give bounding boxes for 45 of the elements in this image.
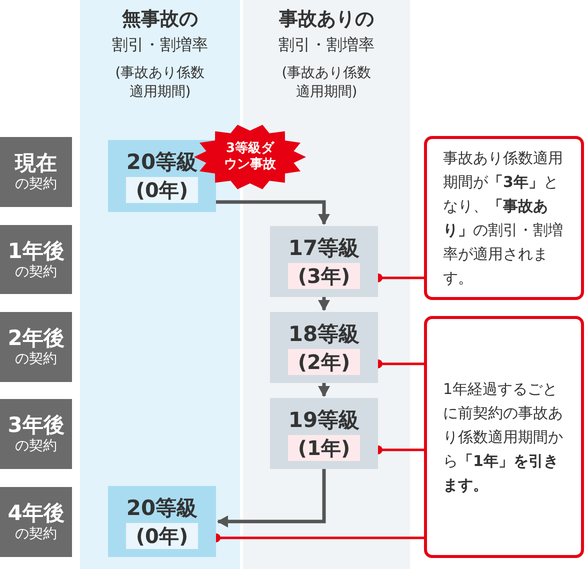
arrow <box>216 200 330 225</box>
row-label-year: 4年後 <box>8 501 64 525</box>
column-heading: 事故ありの <box>278 7 375 32</box>
row-label-suffix: の契約 <box>15 175 57 193</box>
row-label-suffix: の契約 <box>15 525 57 543</box>
arrow <box>318 383 330 397</box>
grade-box <box>270 398 378 469</box>
grade-box <box>108 140 216 212</box>
column-heading: 無事故の <box>120 7 199 32</box>
column-note: (事故あり係数適用期間) <box>280 64 372 102</box>
row-label-box <box>0 137 72 207</box>
arrow <box>318 297 330 311</box>
period-text: (3年) <box>288 262 360 288</box>
row-label-box <box>0 225 72 294</box>
row-label-suffix: の契約 <box>15 437 57 455</box>
grade-box <box>270 226 378 297</box>
period-text: (1年) <box>288 434 360 460</box>
callout-text: 1年経過するごとに前契約の事故あり係数適用期間から「1年」を引きます。 <box>443 379 564 496</box>
grade-box <box>270 312 378 383</box>
row-label-year: 3年後 <box>8 413 64 437</box>
grade-box <box>108 486 216 557</box>
grade-text: 20等級 <box>126 149 198 175</box>
period-text: (0年) <box>126 522 198 548</box>
column-subheading: 割引・割増率 <box>278 34 376 56</box>
row-label-box <box>0 487 72 557</box>
row-label-box <box>0 312 72 382</box>
row-label-year: 1年後 <box>8 238 64 262</box>
period-text: (2年) <box>288 348 360 374</box>
badge-text: 3等級ダウン事故 <box>223 141 277 173</box>
row-label-suffix: の契約 <box>15 350 57 368</box>
callout-text: 事故あり係数適用期間が「3年」となり、「事故あり」の割引・割増率が適用されます。 <box>443 148 564 289</box>
period-text: (0年) <box>126 177 198 203</box>
row-label-year: 2年後 <box>8 326 64 350</box>
grade-text: 17等級 <box>288 234 360 260</box>
grade-text: 20等級 <box>126 494 198 520</box>
row-label-box <box>0 399 72 469</box>
grade-text: 19等級 <box>288 406 360 432</box>
row-label-suffix: の契約 <box>15 262 57 280</box>
arrow <box>217 469 326 528</box>
column-subheading: 割引・割増率 <box>111 34 209 56</box>
callout-box <box>424 316 584 558</box>
column-note: (事故あり係数適用期間) <box>114 64 206 102</box>
row-label-year: 現在 <box>15 151 57 175</box>
grade-text: 18等級 <box>288 320 360 346</box>
callout-box <box>424 136 584 300</box>
